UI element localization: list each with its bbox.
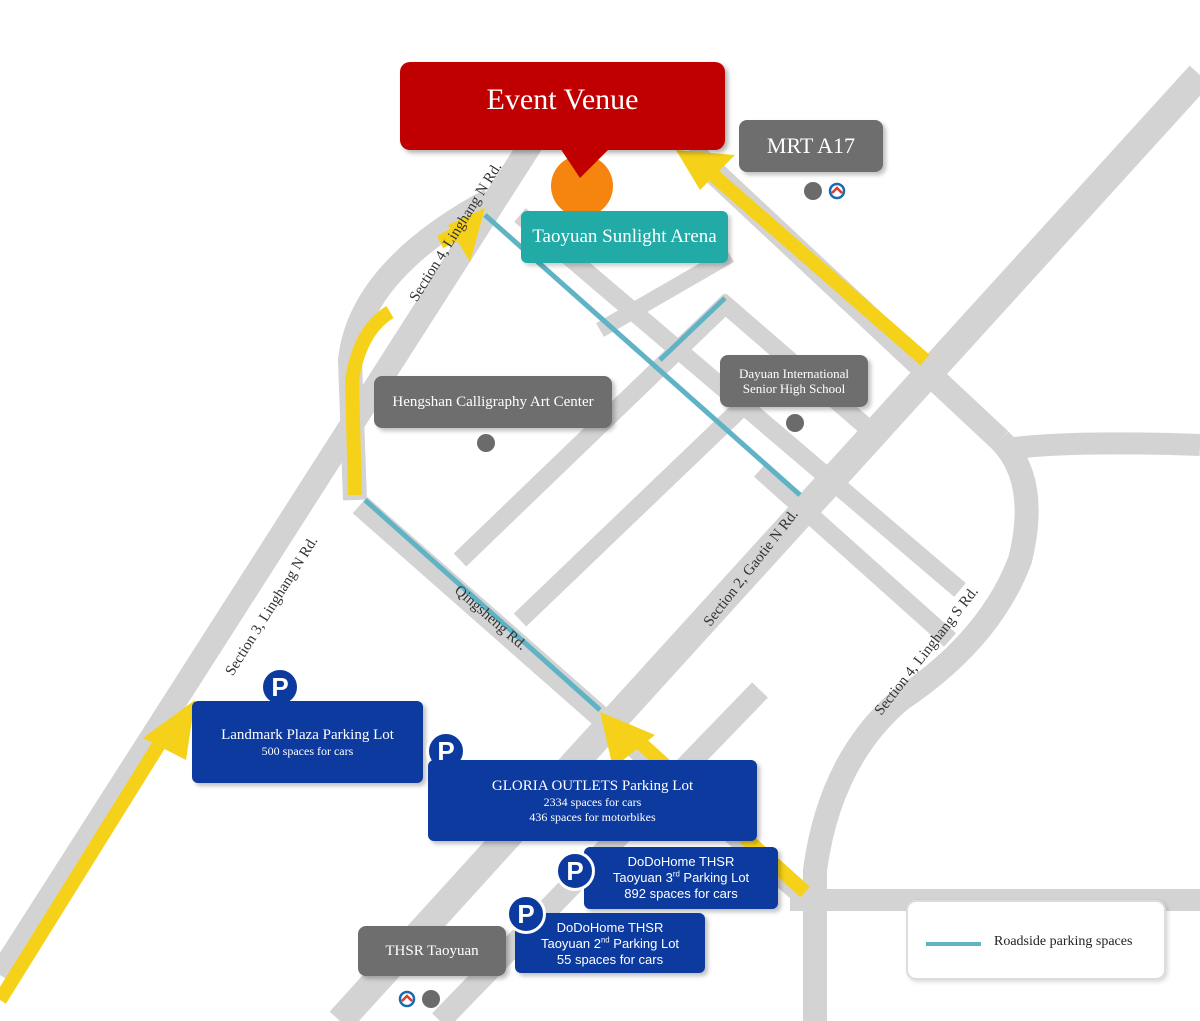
arrowhead-left — [143, 700, 195, 760]
location-dot-icon — [804, 182, 822, 200]
road-grid-a — [453, 293, 737, 567]
legend-roadside-swatch — [926, 942, 981, 946]
dodohome3-line2-post: Parking Lot — [679, 870, 750, 885]
gloria-cars: 2334 spaces for cars — [543, 795, 642, 809]
school-label-line2: Senior High School — [742, 381, 846, 396]
school-label[interactable]: Dayuan International Senior High School — [720, 355, 868, 407]
landmark-plaza-cars: 500 spaces for cars — [261, 744, 354, 758]
mrt-logo-icon — [828, 182, 846, 200]
parking-icon: P — [555, 851, 595, 891]
arrowhead-mrt — [676, 150, 735, 190]
road-gaotie-n — [329, 65, 1200, 1021]
road-grid-f — [753, 463, 957, 647]
gloria-motorbikes: 436 spaces for motorbikes — [529, 810, 656, 824]
callout-pointer — [560, 148, 610, 178]
dodohome2-line2-sup: nd — [600, 935, 610, 945]
gloria-outlets-parking[interactable]: GLORIA OUTLETS Parking Lot 2334 spaces f… — [428, 760, 757, 841]
location-dot-icon — [422, 990, 440, 1008]
arrowhead-top-left — [448, 208, 485, 262]
mrt-station-label[interactable]: MRT A17 — [739, 120, 883, 172]
road-east — [998, 432, 1200, 461]
arena-label[interactable]: Taoyuan Sunlight Arena — [521, 211, 728, 263]
parking-icon: P — [506, 894, 546, 934]
dodohome3-cars: 892 spaces for cars — [624, 886, 738, 901]
roadside-line-qingsheng — [363, 498, 602, 712]
dodohome2-line2: Taoyuan 2nd Parking Lot — [515, 936, 705, 952]
road-linghang-n — [0, 123, 551, 982]
location-dot-icon — [786, 414, 804, 432]
dodohome-3rd-parking[interactable]: DoDoHome THSR Taoyuan 3rd Parking Lot 89… — [584, 847, 778, 909]
legend-roadside-label: Roadside parking spaces — [994, 934, 1133, 949]
thsr-station-label[interactable]: THSR Taoyuan — [358, 926, 506, 976]
route-loop — [344, 305, 394, 496]
road-linghang-s — [803, 431, 1039, 1021]
roadside-line-grid — [658, 296, 727, 362]
dodohome3-line2: Taoyuan 3rd Parking Lot — [584, 870, 778, 886]
road-grid-b — [513, 383, 767, 627]
dodohome2-line2-post: Parking Lot — [609, 936, 680, 951]
route-left — [0, 731, 171, 1004]
dodohome2-cars: 55 spaces for cars — [556, 952, 664, 967]
venue-location-marker — [551, 155, 613, 217]
event-venue-callout[interactable]: Event Venue — [400, 62, 725, 150]
calligraphy-center-label[interactable]: Hengshan Calligraphy Art Center — [374, 376, 612, 428]
dodohome-2nd-parking[interactable]: DoDoHome THSR Taoyuan 2nd Parking Lot 55… — [515, 913, 705, 973]
school-label-line1: Dayuan International — [738, 366, 850, 381]
arrowhead-bottom — [600, 712, 655, 768]
dodohome3-line1: DoDoHome THSR — [627, 854, 735, 869]
route-mrt — [700, 162, 930, 366]
dodohome2-line1: DoDoHome THSR — [556, 920, 664, 935]
route-arrowheads — [143, 150, 735, 768]
road-left-loop — [338, 189, 496, 501]
gloria-name: GLORIA OUTLETS Parking Lot — [491, 778, 694, 794]
event-venue-title: Event Venue — [486, 83, 639, 116]
dodohome3-line2-sup: rd — [672, 869, 680, 879]
landmark-plaza-name: Landmark Plaza Parking Lot — [221, 727, 394, 743]
landmark-plaza-parking[interactable]: Landmark Plaza Parking Lot 500 spaces fo… — [192, 701, 423, 783]
dodohome3-line2-pre: Taoyuan 3 — [612, 870, 673, 885]
road-grid-c — [596, 248, 734, 337]
dodohome2-line2-pre: Taoyuan 2 — [540, 936, 601, 951]
thsr-logo-icon — [398, 990, 416, 1008]
map-legend: Roadside parking spaces — [906, 900, 1166, 980]
location-dot-icon — [477, 434, 495, 452]
